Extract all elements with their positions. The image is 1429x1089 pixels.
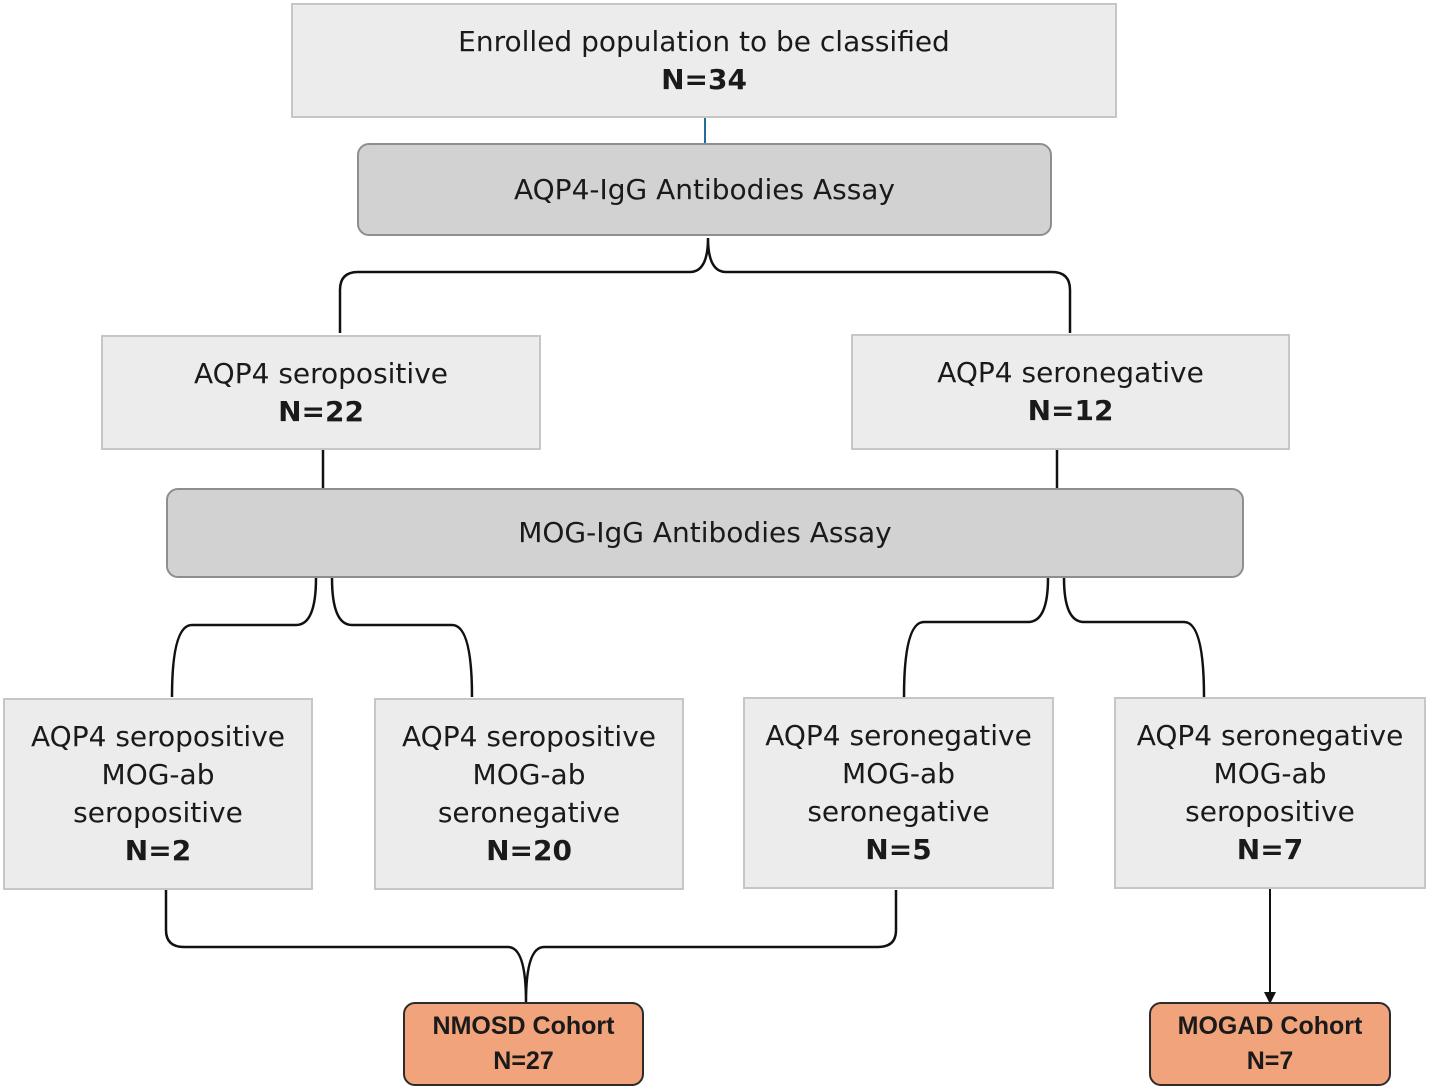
- nmosd-cohort-box: NMOSD Cohort N=27: [403, 1002, 644, 1086]
- brace-mog-assay-right-split-b: [1062, 577, 1206, 698]
- nmosd-cohort-label: NMOSD Cohort: [432, 1012, 615, 1040]
- mogad-cohort-label: MOGAD Cohort: [1177, 1012, 1363, 1040]
- group-line1: AQP4 seropositive: [31, 720, 285, 753]
- group-box-aqp4-pos-mog-neg: AQP4 seropositive MOG-ab seronegative N=…: [374, 698, 684, 890]
- group-line1: AQP4 seropositive: [402, 720, 656, 753]
- enrolled-population-box: Enrolled population to be classified N=3…: [291, 3, 1117, 118]
- group-box-aqp4-pos-mog-pos: AQP4 seropositive MOG-ab seropositive N=…: [3, 698, 313, 890]
- aqp4-seropositive-count: N=22: [278, 394, 364, 428]
- nmosd-cohort-count: N=27: [493, 1047, 554, 1075]
- aqp4-seronegative-label: AQP4 seronegative: [937, 356, 1204, 389]
- group-line2: MOG-ab: [1213, 757, 1327, 790]
- aqp4-seronegative-count: N=12: [1027, 394, 1114, 427]
- group-line3: seronegative: [807, 795, 990, 828]
- aqp4-seropositive-label: AQP4 seropositive: [194, 356, 448, 390]
- aqp4-assay-label: AQP4-IgG Antibodies Assay: [513, 172, 896, 206]
- brace-mog-assay-left-split: [170, 577, 318, 698]
- group-box-aqp4-neg-mog-pos: AQP4 seronegative MOG-ab seropositive N=…: [1114, 697, 1426, 889]
- brace-mog-assay-left-split-b: [330, 577, 474, 698]
- group-count: N=5: [865, 833, 932, 866]
- group-count: N=20: [486, 834, 572, 867]
- group-line1: AQP4 seronegative: [765, 719, 1032, 752]
- group-line1: AQP4 seronegative: [1136, 719, 1404, 752]
- brace-mog-assay-right-split: [902, 577, 1050, 698]
- mog-assay-label: MOG-IgG Antibodies Assay: [518, 516, 892, 549]
- group-count: N=2: [124, 834, 192, 867]
- mog-assay-box: MOG-IgG Antibodies Assay: [166, 488, 1244, 578]
- aqp4-seronegative-box: AQP4 seronegative N=12: [851, 334, 1290, 450]
- group-line3: seropositive: [73, 796, 243, 829]
- mogad-cohort-count: N=7: [1246, 1047, 1294, 1075]
- mogad-cohort-box: MOGAD Cohort N=7: [1149, 1002, 1391, 1086]
- group-line3: seronegative: [437, 796, 621, 829]
- aqp4-seropositive-box: AQP4 seropositive N=22: [101, 335, 541, 450]
- enrolled-population-count: N=34: [661, 62, 747, 96]
- group-line2: MOG-ab: [101, 758, 215, 791]
- group-box-aqp4-neg-mog-neg: AQP4 seronegative MOG-ab seronegative N=…: [743, 697, 1054, 889]
- brace-nmosd-merge: [164, 890, 898, 1003]
- group-count: N=7: [1236, 833, 1304, 866]
- group-line3: seropositive: [1185, 795, 1355, 828]
- aqp4-assay-box: AQP4-IgG Antibodies Assay: [357, 143, 1052, 236]
- group-line2: MOG-ab: [842, 757, 955, 790]
- group-line2: MOG-ab: [472, 758, 586, 791]
- brace-aqp4-assay-split: [338, 237, 1072, 333]
- enrolled-population-label: Enrolled population to be classified: [458, 24, 950, 58]
